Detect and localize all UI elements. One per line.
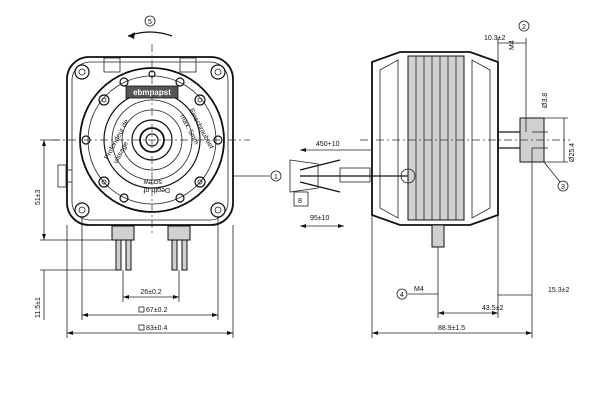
coil-stack [407, 55, 465, 221]
ref-circle-4 [396, 288, 408, 300]
front-frame-inner [71, 61, 229, 221]
bottom-terminal [431, 224, 445, 248]
rotation-arrowhead [128, 32, 135, 39]
dim-m4-top: M4 [509, 40, 516, 50]
dim-450: 450+10 [316, 141, 340, 148]
dim-51: 51±3 [35, 189, 42, 205]
ref-label-3: 3 [561, 184, 565, 191]
cable-wires [289, 159, 319, 193]
dim-15-3: 15.3±2 [548, 287, 569, 294]
dim-43-5: 43.5±2 [482, 305, 503, 312]
corner-holes [74, 64, 226, 218]
dim-d6-8: Ø3.8 [542, 93, 549, 108]
dim-95: 95±10 [310, 215, 330, 222]
mount-screw-holes [81, 70, 223, 203]
dim-11-5: 11.5±1 [35, 297, 42, 318]
front-view: 5 [35, 15, 282, 338]
dim-88-9: 88.9±1.5 [438, 325, 465, 332]
dim-10-3: 10.3±2 [484, 35, 505, 42]
ref-label-4: 4 [400, 292, 404, 299]
front-cable-stub [57, 164, 67, 188]
dim-d25-4: Ø25.4 [569, 143, 576, 162]
dim-67: 67±0.2 [146, 307, 167, 314]
dim-8: 8 [298, 198, 302, 205]
ref-label-5: 5 [148, 19, 152, 26]
ref-circle-5 [144, 15, 156, 27]
side-view: 10.3±2 M4 2 Ø3.8 Ø25.4 3 450+10 8 95±10 … [289, 20, 576, 338]
dim-83: 83±0.4 [146, 325, 167, 332]
dim-m4-bottom: M4 [414, 286, 424, 293]
label-en-2: screw [143, 178, 162, 185]
ref-circle-3 [557, 180, 569, 192]
dim-26: 26±0.2 [140, 289, 161, 296]
front-frame [66, 56, 234, 226]
label-en-1: Depth of [143, 186, 170, 193]
ref-circle-1 [270, 170, 282, 182]
ref-label-2: 2 [522, 24, 526, 31]
terminals [111, 225, 191, 271]
ref-label-1: 1 [274, 174, 278, 181]
ref-circle-2 [518, 20, 530, 32]
cable-sleeve [339, 167, 371, 183]
